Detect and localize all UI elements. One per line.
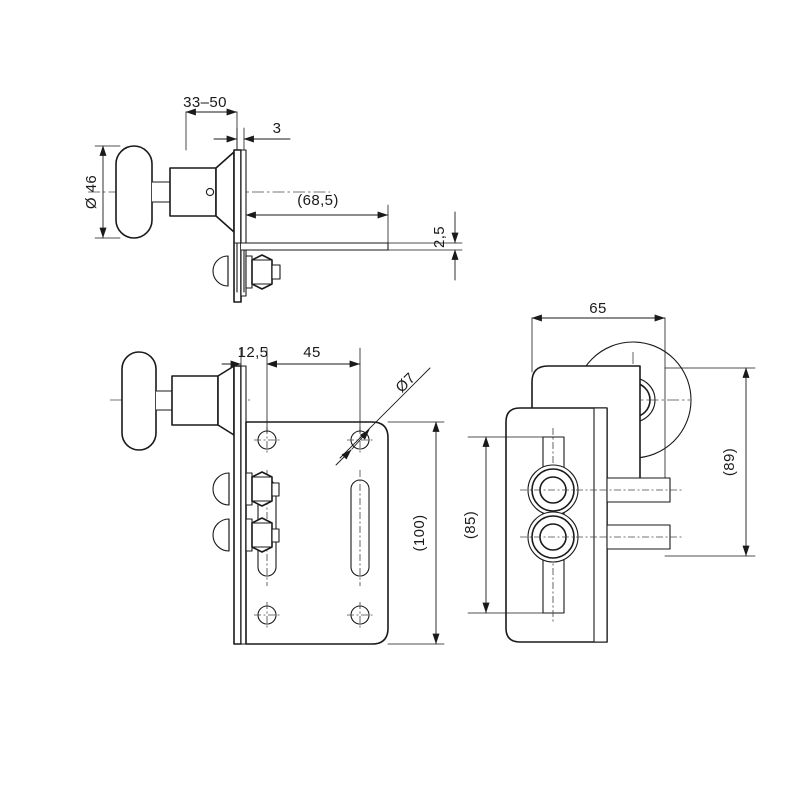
dim-label-68-5: (68,5) — [297, 192, 339, 209]
leader-line-dia7 — [339, 367, 431, 459]
view-front-plan: 12,5 45 Ø7 (100) — [110, 344, 445, 645]
ringbolt-lower-mid — [531, 515, 575, 559]
dim-label-89: (89) — [721, 448, 738, 476]
plan-washer-lower — [245, 518, 253, 552]
view-end: 65 (89) (85) — [462, 300, 756, 643]
plan-knob-shaft — [155, 390, 173, 411]
bolt-round-head — [212, 255, 229, 287]
plan-barrel-body — [171, 375, 219, 426]
barrel-cone — [215, 151, 235, 233]
view-side-elevation: 33–50 3 Ø 46 (68,5) 2,5 — [83, 94, 463, 303]
dim-label-12-5: 12,5 — [238, 344, 269, 361]
plan-washer-upper — [245, 472, 253, 506]
dim-label-45: 45 — [303, 344, 321, 361]
lower-plate-edge-strip — [593, 407, 608, 643]
dim-label-dia7: Ø7 — [392, 369, 419, 396]
dim-label-dia46: Ø 46 — [83, 175, 100, 209]
mounting-plate — [245, 421, 389, 645]
plan-bolt-head-upper — [212, 472, 230, 506]
dim-label-100: (100) — [411, 514, 428, 551]
plan-thread-lower — [271, 528, 280, 543]
plan-flange-edge — [233, 365, 242, 645]
dim-label-3: 3 — [273, 120, 282, 137]
plan-barrel-cone — [217, 365, 235, 436]
leader-arrow-dia7-b — [335, 449, 352, 466]
plan-hexnut-lower-facets — [251, 522, 273, 548]
bolt-washer — [245, 255, 253, 289]
actuator-rod — [240, 242, 389, 251]
plan-bolt-head-lower — [212, 518, 230, 552]
dim-label-2-5: 2,5 — [431, 226, 448, 248]
hex-nut-facets — [251, 259, 273, 285]
bolt-thread-end — [271, 264, 281, 280]
ringbolt-upper-mid — [531, 468, 575, 512]
plan-hexnut-upper-facets — [251, 476, 273, 502]
dim-label-65: 65 — [589, 300, 607, 317]
knob-grip — [115, 145, 153, 239]
plan-thread-upper — [271, 482, 280, 497]
knob-shaft — [151, 181, 171, 203]
dim-label-33-50: 33–50 — [183, 94, 227, 111]
leader-arrow-dia7-a — [351, 429, 370, 450]
dim-label-85: (85) — [462, 511, 479, 539]
pin-hole — [205, 187, 215, 197]
barrel-body — [169, 167, 217, 217]
plan-knob-grip — [121, 351, 157, 451]
